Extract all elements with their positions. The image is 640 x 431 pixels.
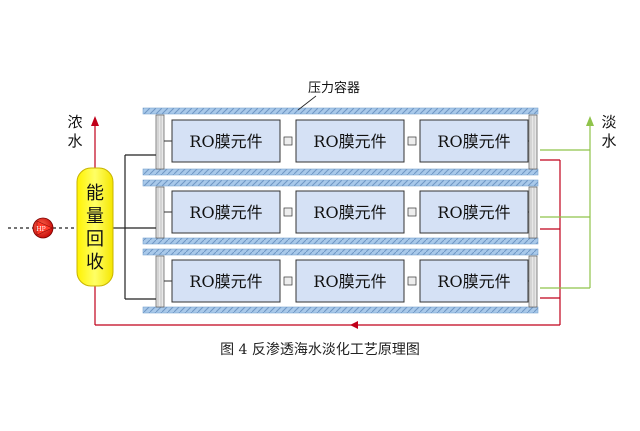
module-connector bbox=[407, 136, 417, 146]
concentrate-label-1: 浓 bbox=[67, 113, 82, 131]
energy-char-3: 回 bbox=[86, 229, 104, 250]
ro-module-r1-c2 bbox=[295, 119, 405, 163]
module-connector bbox=[283, 276, 293, 286]
module-connector bbox=[283, 207, 293, 217]
rail-3 bbox=[142, 179, 539, 187]
feed-manifold bbox=[113, 154, 156, 300]
vessel-leader bbox=[297, 95, 317, 111]
ro-modules: RO膜元件 RO膜元件 RO膜元件 RO膜元件 RO膜元件 RO膜元件 RO膜元件 RO膜元件… bbox=[164, 119, 529, 303]
ro-module-label: RO膜元件 bbox=[437, 272, 510, 291]
rail-4 bbox=[142, 237, 539, 245]
fresh-label-2: 水 bbox=[601, 132, 616, 150]
energy-char-2: 量 bbox=[86, 206, 104, 227]
ro-module-r3-c3 bbox=[419, 259, 529, 303]
ro-module-label: RO膜元件 bbox=[437, 132, 510, 151]
ro-module-r3-c1 bbox=[171, 259, 281, 303]
ro-module-label: RO膜元件 bbox=[313, 132, 386, 151]
energy-recovery-unit: 能 量 回 收 bbox=[76, 167, 114, 287]
ro-module-r2-c1 bbox=[171, 190, 281, 234]
figure-caption: 图 4 反渗透海水淡化工艺原理图 bbox=[220, 342, 420, 358]
fresh-label-1: 淡 bbox=[601, 113, 616, 131]
ro-module-label: RO膜元件 bbox=[437, 203, 510, 222]
concentrate-arrow-left bbox=[350, 321, 358, 329]
fresh-lines bbox=[540, 122, 591, 289]
energy-char-4: 收 bbox=[86, 252, 104, 273]
energy-char-1: 能 bbox=[86, 183, 104, 204]
ro-module-label: RO膜元件 bbox=[189, 132, 262, 151]
ro-module-r3-c2 bbox=[295, 259, 405, 303]
module-connector bbox=[407, 276, 417, 286]
pump-label: HP bbox=[36, 226, 45, 233]
hp-pump: HP bbox=[32, 217, 54, 239]
fresh-arrow-up bbox=[586, 116, 594, 126]
rail-1 bbox=[142, 107, 539, 115]
ro-module-label: RO膜元件 bbox=[189, 272, 262, 291]
ro-module-r2-c2 bbox=[295, 190, 405, 234]
pressure-vessel-label: 压力容器 bbox=[308, 80, 360, 96]
ro-module-label: RO膜元件 bbox=[189, 203, 262, 222]
ro-module-label: RO膜元件 bbox=[313, 203, 386, 222]
ro-module-label: RO膜元件 bbox=[313, 272, 386, 291]
vessel-rails bbox=[142, 107, 539, 314]
rail-6 bbox=[142, 306, 539, 314]
module-connector bbox=[283, 136, 293, 146]
rail-5 bbox=[142, 248, 539, 256]
ro-module-r1-c3 bbox=[419, 119, 529, 163]
rail-2 bbox=[142, 168, 539, 176]
concentrate-arrow-up bbox=[91, 116, 99, 126]
concentrate-label-2: 水 bbox=[67, 132, 82, 150]
module-connector bbox=[407, 207, 417, 217]
